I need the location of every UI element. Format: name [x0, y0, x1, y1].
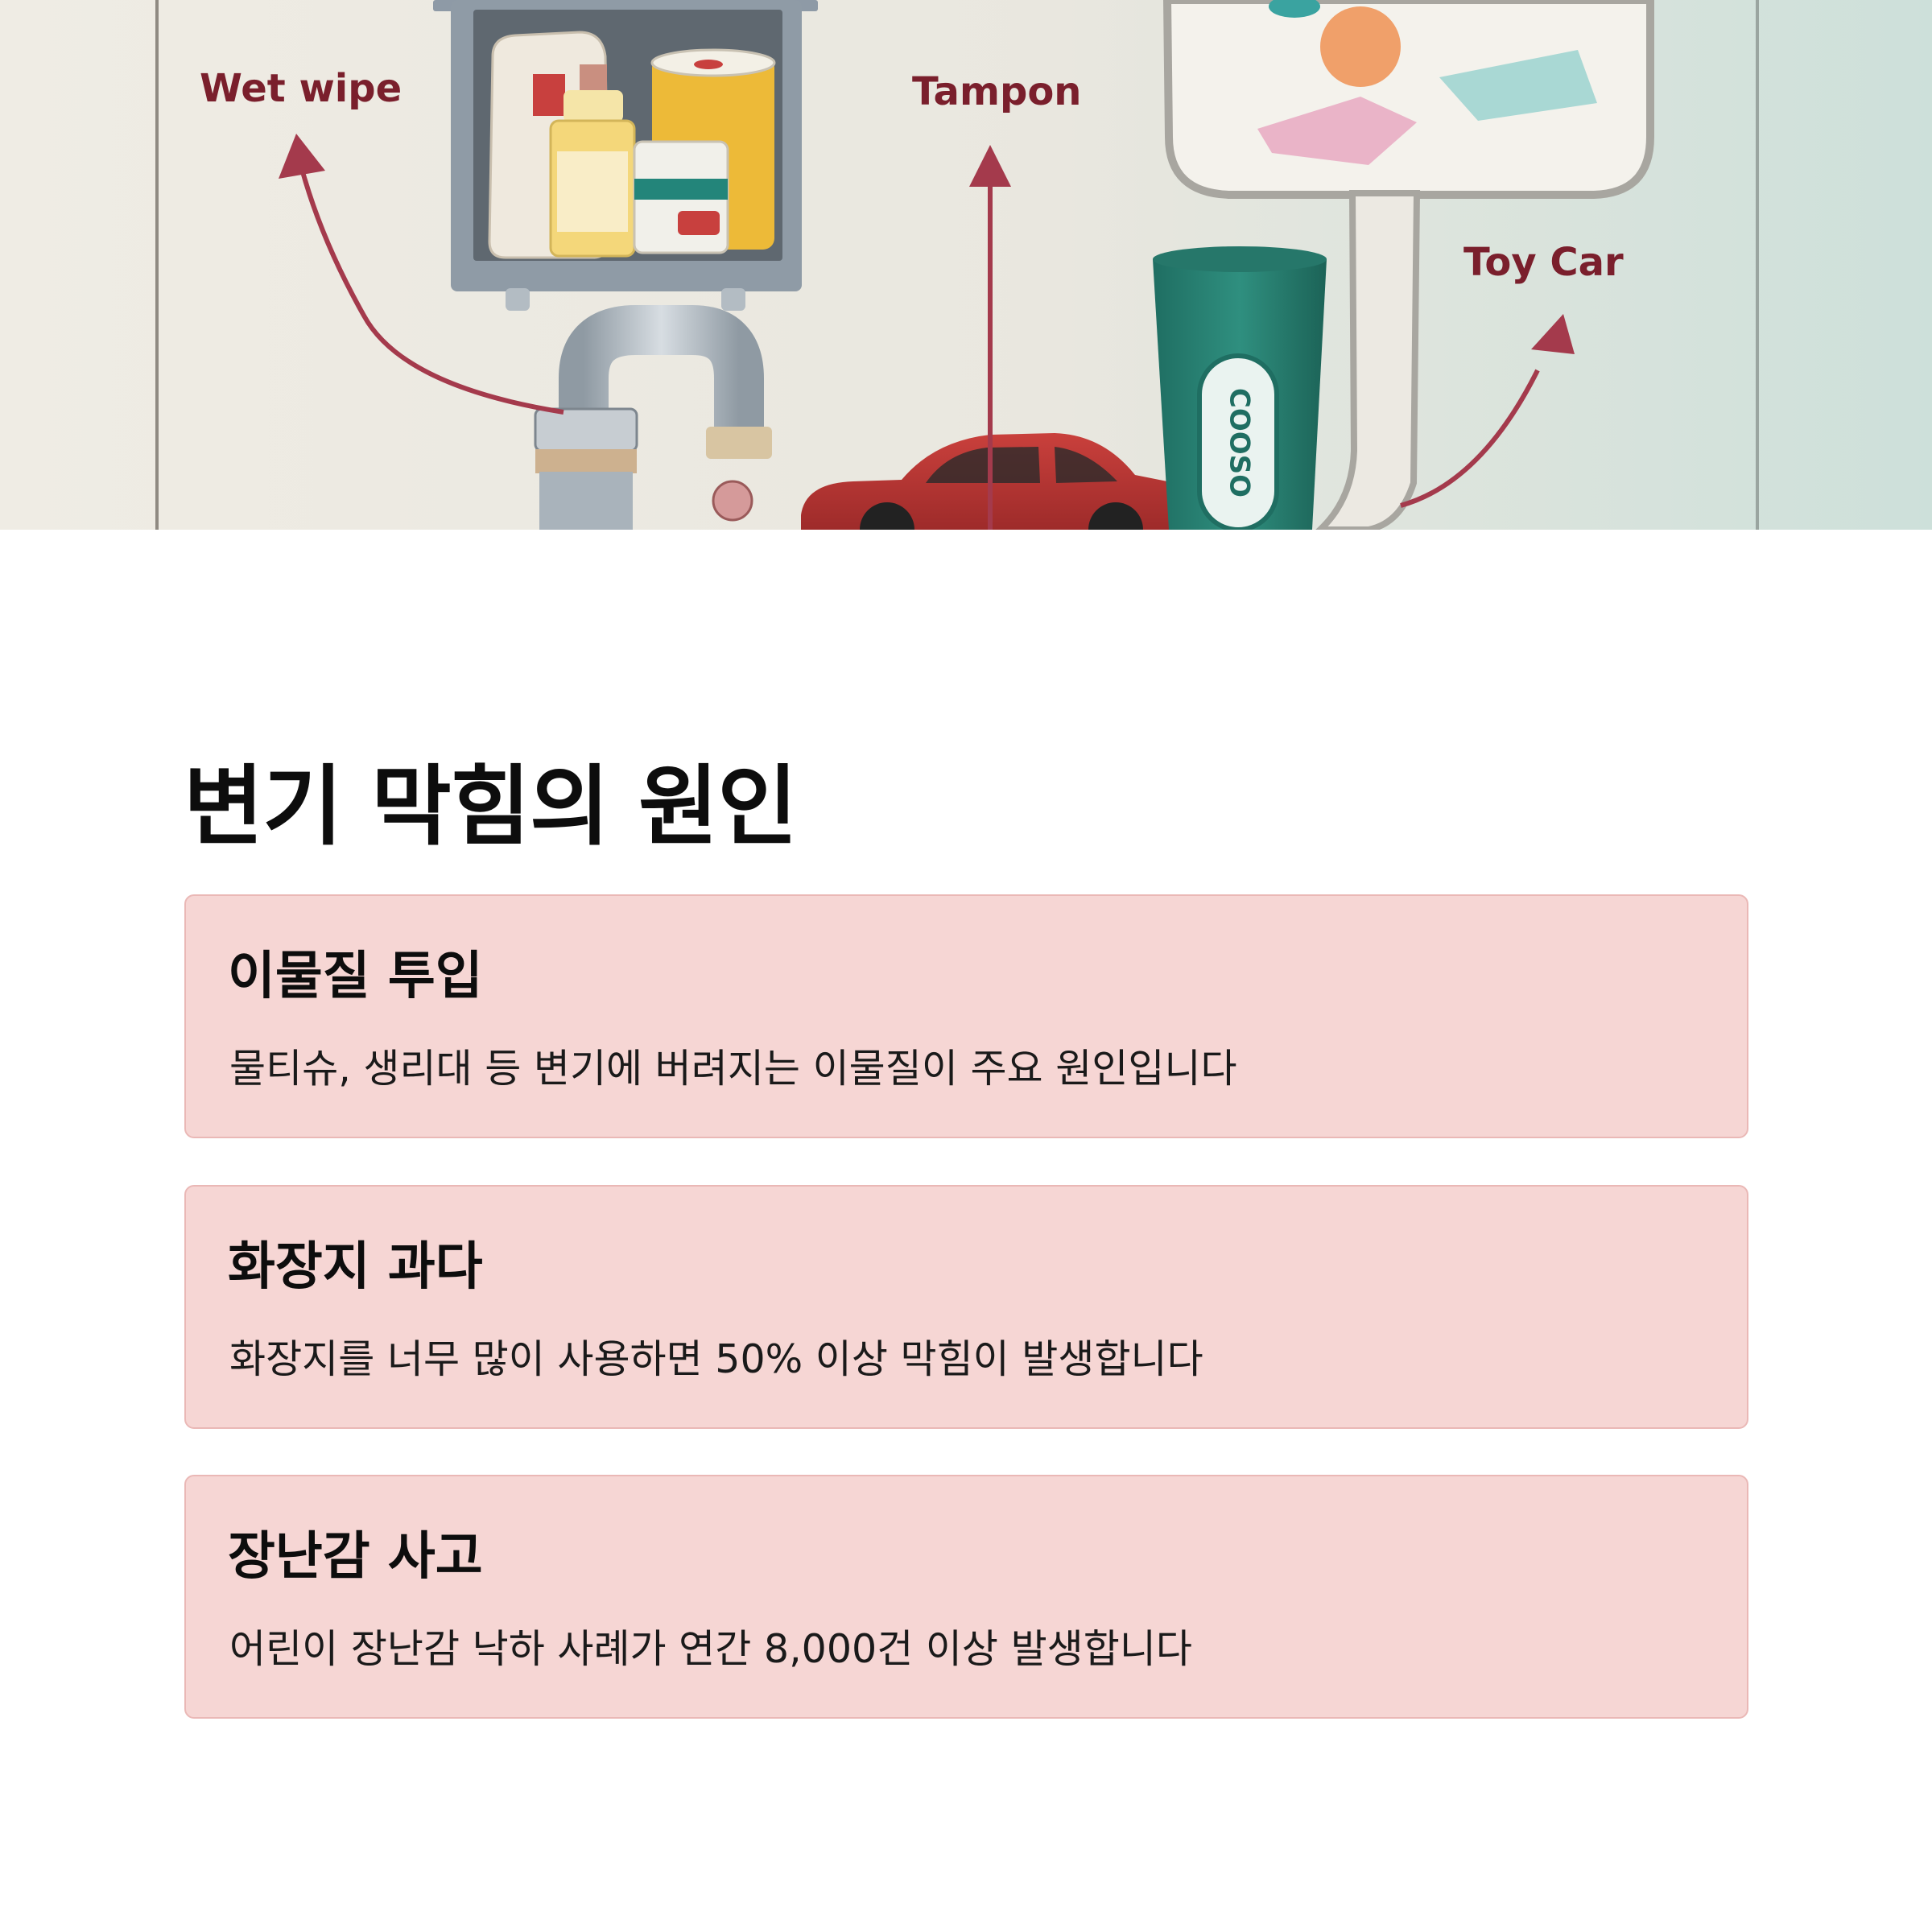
- arrow-head-wet-wipe: [279, 134, 325, 179]
- label-wet-wipe: Wet wipe: [200, 66, 402, 111]
- arrow-wet-wipe: [299, 168, 564, 415]
- label-toy-car: Toy Car: [1463, 240, 1624, 285]
- toilet-tank: [1162, 0, 1654, 530]
- cause-card-foreign-objects: 이물질 투입 물티슈, 생리대 등 변기에 버려지는 이물질이 주요 원인입니다: [184, 894, 1748, 1138]
- page-title: 변기 막힘의 원인: [184, 757, 798, 857]
- card-title: 장난감 사고: [228, 1527, 483, 1587]
- card-description: 화장지를 너무 많이 사용하면 50% 이상 막힘이 발생합니다: [229, 1336, 1203, 1382]
- cup-label: COOSO: [1224, 388, 1256, 497]
- arrow-toy-car: [1400, 369, 1540, 508]
- cabinet-shelf: [433, 0, 818, 311]
- label-tampon: Tampon: [912, 69, 1082, 114]
- hero-illustration: COOSO Wet wipe Tampon Toy Car: [0, 0, 1932, 530]
- cause-card-toy-accident: 장난감 사고 어린이 장난감 낙하 사례가 연간 8,000건 이상 발생합니다: [184, 1475, 1748, 1719]
- drain-pipe: [534, 305, 772, 530]
- green-cup: COOSO: [1153, 246, 1327, 530]
- card-description: 어린이 장난감 낙하 사례가 연간 8,000건 이상 발생합니다: [229, 1626, 1192, 1672]
- cause-card-excess-paper: 화장지 과다 화장지를 너무 많이 사용하면 50% 이상 막힘이 발생합니다: [184, 1185, 1748, 1429]
- arrow-head-toy-car: [1531, 314, 1575, 354]
- card-title: 이물질 투입: [228, 947, 483, 1006]
- arrow-head-tampon: [969, 145, 1011, 187]
- card-title: 화장지 과다: [228, 1237, 483, 1297]
- toy-car: [801, 433, 1197, 530]
- card-description: 물티슈, 생리대 등 변기에 버려지는 이물질이 주요 원인입니다: [229, 1046, 1237, 1092]
- clog-causes-illustration: COOSO: [0, 0, 1932, 530]
